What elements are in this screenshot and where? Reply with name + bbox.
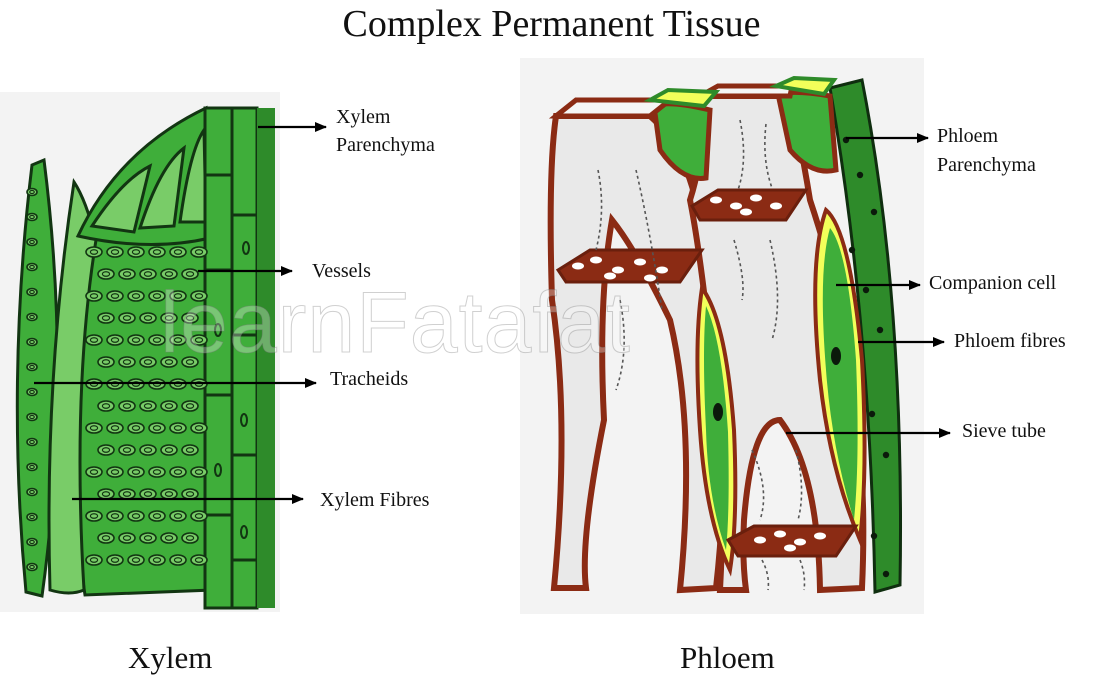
caption-phloem: Phloem xyxy=(680,640,775,675)
watermark: learnFatafat xyxy=(160,275,631,371)
label-phloem-parenchyma-line1: Phloem xyxy=(937,125,999,147)
label-companion-cell: Companion cell xyxy=(929,272,1057,294)
label-vessels: Vessels xyxy=(312,260,371,282)
label-xylem-parenchyma-line2: Parenchyma xyxy=(336,134,435,156)
phloem-illustration xyxy=(520,58,924,614)
label-tracheids: Tracheids xyxy=(330,368,409,390)
diagram-title: Complex Permanent Tissue xyxy=(342,3,761,45)
label-pointers xyxy=(34,122,951,504)
label-phloem-fibres: Phloem fibres xyxy=(954,330,1066,352)
sieve-plates xyxy=(548,75,859,558)
xylem-fibre-pits xyxy=(26,187,38,572)
phloem-parenchyma-nuclei xyxy=(842,136,890,578)
label-xylem-parenchyma-line1: Xylem xyxy=(336,106,391,128)
label-sieve-tube: Sieve tube xyxy=(962,420,1046,442)
label-phloem-parenchyma-line2: Parenchyma xyxy=(937,154,1036,176)
label-xylem-fibres: Xylem Fibres xyxy=(320,489,430,511)
caption-xylem: Xylem xyxy=(128,640,213,675)
